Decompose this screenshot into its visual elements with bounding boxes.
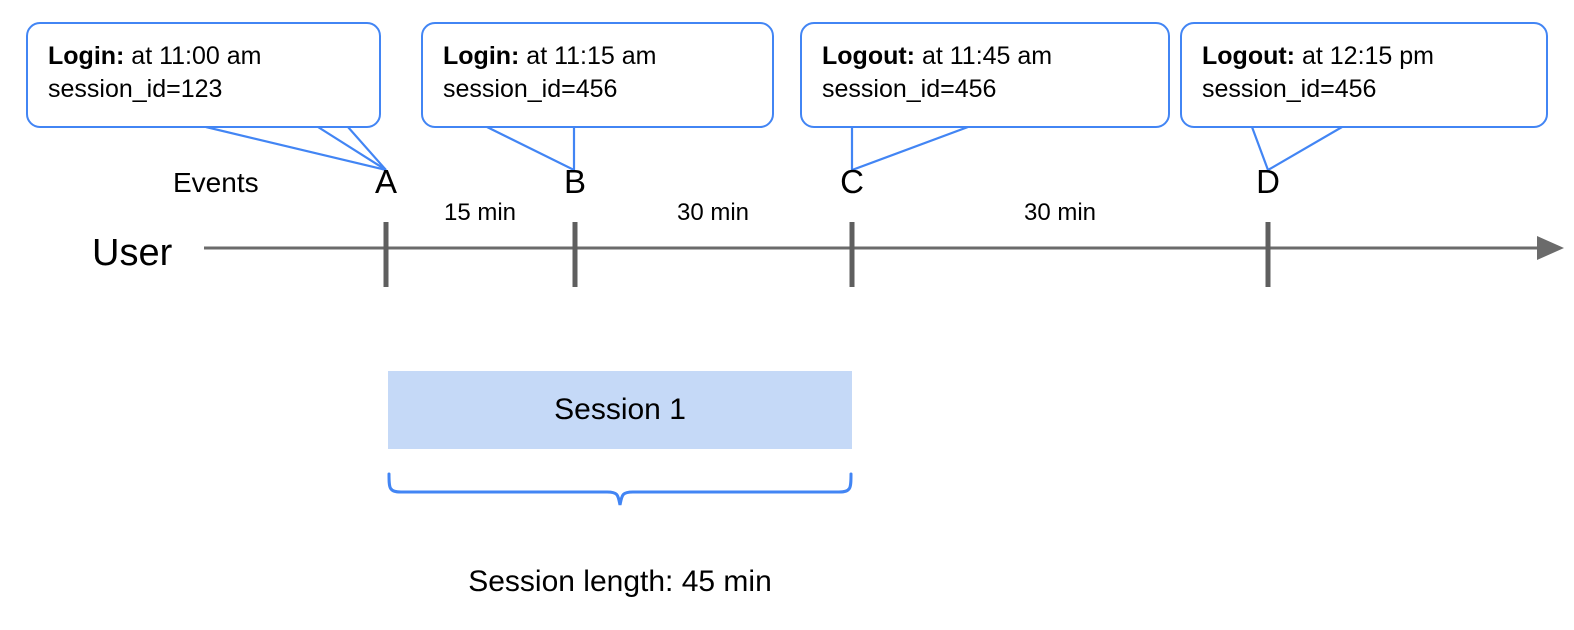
interval-label-ab: 15 min [443, 199, 517, 226]
interval-label-cd: 30 min [1023, 199, 1097, 226]
events-label: Events [173, 167, 259, 198]
callout-d: Logout: at 12:15 pm session_id=456 [1180, 22, 1548, 128]
session-bar: Session 1 [388, 371, 852, 449]
event-letter-c: C [840, 163, 864, 200]
interval-label-bc: 30 min [676, 199, 750, 226]
callout-tail-c [850, 125, 969, 172]
callout-c-lead: Logout: [822, 42, 916, 70]
user-lane-label: User [92, 232, 173, 274]
callout-b: Login: at 11:15 am session_id=456 [421, 22, 774, 128]
callout-a: Login: at 11:00 am session_id=123 [26, 22, 381, 128]
callout-c: Logout: at 11:45 am session_id=456 [800, 22, 1170, 128]
callout-b-line2: session_id=456 [443, 75, 618, 103]
callout-a-rest: at 11:00 am [124, 42, 262, 70]
callout-d-rest: at 12:15 pm [1295, 42, 1434, 70]
callout-c-rest: at 11:45 am [915, 42, 1053, 70]
callout-b-lead: Login: [443, 42, 520, 70]
callout-d-lead: Logout: [1202, 42, 1296, 70]
callout-b-rest: at 11:15 am [519, 42, 657, 70]
event-letter-b: B [563, 163, 586, 200]
session-bar-label: Session 1 [554, 393, 686, 426]
callout-a-lead: Login: [48, 42, 125, 70]
callout-a-line2: session_id=123 [48, 75, 223, 103]
callout-d-line2: session_id=456 [1202, 75, 1377, 103]
callout-tail-a-line [205, 125, 387, 172]
callout-tail-a [317, 117, 387, 171]
callout-c-line2: session_id=456 [822, 75, 997, 103]
event-letter-a: A [374, 163, 397, 200]
callout-tail-d [1250, 126, 1343, 172]
callout-tail-b [486, 126, 576, 172]
session-length-caption: Session length: 45 min [468, 565, 772, 598]
event-letter-d: D [1256, 163, 1280, 200]
session-brace [387, 472, 853, 506]
